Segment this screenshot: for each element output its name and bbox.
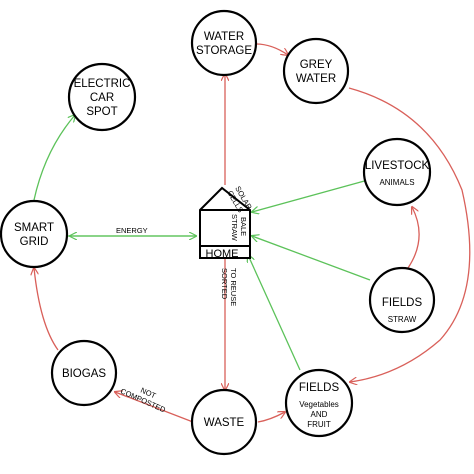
water-storage-line1: WATER: [204, 31, 244, 43]
node-fields-straw: FIELDS STRAW: [368, 266, 436, 334]
node-waste: WASTE: [190, 388, 258, 456]
smart-grid-line2: GRID: [20, 236, 49, 248]
node-electric-car-spot: ELECTRIC CAR SPOT: [67, 62, 137, 132]
livestock-title: LIVESTOCK: [365, 160, 430, 172]
biogas-label: BIOGAS: [62, 368, 106, 380]
label-straw: STRAW: [230, 214, 239, 242]
edge-livestock-to-home: [252, 179, 369, 212]
fields-straw-sub: STRAW: [388, 315, 417, 324]
label-bale: BALE: [239, 217, 248, 236]
smart-grid-line1: SMART: [14, 222, 54, 234]
electric-car-line2: CAR: [90, 92, 114, 104]
node-smart-grid: SMART GRID: [0, 199, 69, 269]
home-node: HOME: [199, 186, 251, 260]
fields-food-sub2: AND: [311, 410, 328, 419]
edge-water-storage-to-grey-water: [255, 43, 288, 55]
edge-waste-to-biogas: [115, 392, 194, 423]
grey-water-line1: GREY: [300, 59, 333, 71]
edge-fields-straw-to-livestock: [407, 207, 420, 269]
grey-water-line2: WATER: [296, 73, 336, 85]
node-livestock: LIVESTOCK ANIMALS: [362, 137, 432, 207]
edge-biogas-to-smart-grid: [34, 268, 59, 351]
water-storage-line2: STORAGE: [196, 45, 252, 57]
fields-food-sub3: FRUIT: [307, 420, 331, 429]
electric-car-line3: SPOT: [86, 106, 117, 118]
edge-grey-water-to-fields-food: [349, 87, 471, 382]
label-to-reuse: TO REUSE: [229, 268, 238, 306]
home-label: HOME: [206, 248, 239, 260]
label-sorted: SORTED: [220, 268, 229, 300]
fields-straw-title: FIELDS: [382, 297, 423, 309]
edge-waste-to-fields-food: [257, 412, 285, 423]
label-energy: ENERGY: [116, 226, 148, 235]
edge-fields-straw-to-home: [252, 236, 371, 281]
edge-fields-food-to-home: [248, 255, 301, 371]
node-water-storage: WATER STORAGE: [190, 9, 258, 77]
node-fields-food: FIELDS Vegetables AND FRUIT: [284, 368, 354, 438]
livestock-sub: ANIMALS: [379, 178, 414, 187]
waste-label: WASTE: [204, 417, 245, 429]
node-biogas: BIOGAS: [50, 339, 118, 407]
node-grey-water: GREY WATER: [282, 37, 350, 105]
fields-food-sub1: Vegetables: [299, 400, 339, 409]
edge-smart-grid-to-electric-car: [33, 115, 75, 201]
electric-car-line1: ELECTRIC: [74, 78, 131, 90]
fields-food-title: FIELDS: [299, 382, 340, 394]
